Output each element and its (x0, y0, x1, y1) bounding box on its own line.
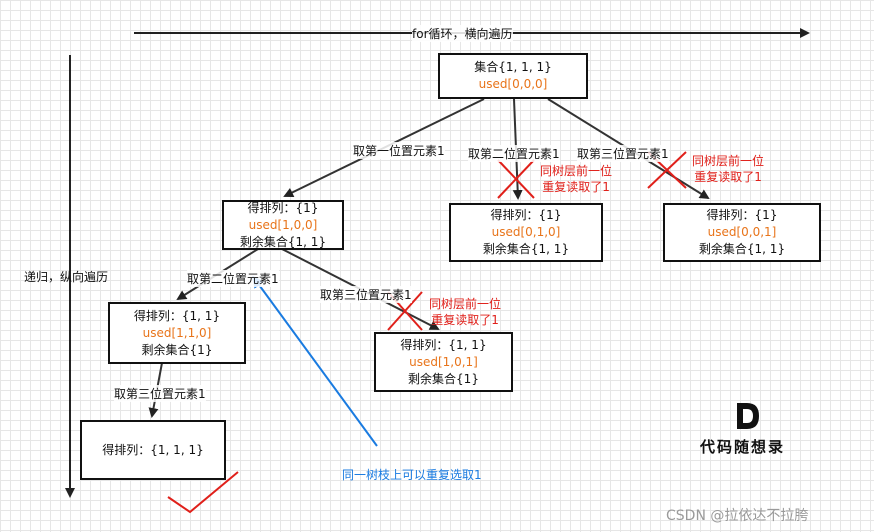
node-root-set: 集合{1, 1, 1} (474, 60, 552, 74)
node-n1-used: used[1,0,0] (248, 217, 318, 232)
node-n111-value: {1, 1, 1} (150, 442, 204, 457)
node-n2-used: used[0,1,0] (491, 225, 561, 239)
node-n3-rest: 剩余集合{1, 1} (698, 242, 786, 256)
node-n12: 得排列：{1, 1} used[1,0,1] 剩余集合{1} (374, 332, 513, 392)
node-n11-rest: 剩余集合{1} (141, 342, 213, 357)
prune-cross-icon (497, 159, 535, 199)
node-n2: 得排列：{1} used[0,1,0] 剩余集合{1, 1} (449, 203, 603, 262)
node-n111-prefix: 得排列： (102, 442, 151, 457)
node-n2-rest: 剩余集合{1, 1} (482, 242, 570, 256)
node-n12-perm: 得排列：{1, 1} (400, 337, 487, 352)
edge-label-take-second-mid: 取第二位置元素1 (187, 270, 279, 287)
node-n3-perm: 得排列：{1} (706, 208, 778, 222)
edge-label-take-third-mid: 取第三位置元素1 (320, 286, 412, 303)
node-n1-rest: 剩余集合{1, 1} (239, 234, 327, 249)
logo-mark-icon (735, 402, 761, 430)
branch-note: 同一树枝上可以重复选取1 (342, 468, 482, 482)
logo-text: 代码随想录 (700, 438, 786, 456)
node-n11-perm: 得排列：{1, 1} (133, 308, 221, 323)
watermark: CSDN @拉依达不拉胯 (666, 508, 809, 524)
node-n1: 得排列：{1} used[1,0,0] 剩余集合{1, 1} (222, 200, 344, 250)
node-n12-used: used[1,0,1] (409, 354, 478, 369)
node-root-used: used[0,0,0] (478, 77, 548, 91)
logo-d-shape (737, 403, 759, 429)
node-root: 集合{1, 1, 1} used[0,0,0] (438, 53, 588, 99)
edge-label-take-third-top: 取第三位置元素1 (577, 145, 669, 162)
edge-label-take-second-top: 取第二位置元素1 (468, 145, 560, 162)
node-n11: 得排列：{1, 1} used[1,1,0] 剩余集合{1} (108, 302, 246, 364)
node-n2-perm: 得排列：{1} (490, 208, 562, 222)
node-n111: 得排列： {1, 1, 1} (80, 420, 226, 480)
edge-label-take-third-low: 取第三位置元素1 (114, 385, 206, 402)
branch-note-arrow (252, 275, 378, 447)
node-n1-perm: 得排列：{1} (247, 200, 319, 215)
node-n3: 得排列：{1} used[0,0,1] 剩余集合{1, 1} (663, 203, 821, 262)
side-arrow-label: 递归，纵向遍历 (24, 270, 109, 284)
node-n12-rest: 剩余集合{1} (408, 371, 479, 386)
node-n3-used: used[0,0,1] (707, 225, 777, 239)
node-n11-used: used[1,1,0] (142, 325, 212, 340)
top-arrow-label: for循环，横向遍历 (412, 25, 513, 42)
edge-label-take-first: 取第一位置元素1 (353, 142, 445, 159)
prune-note-a: 同树层前一位 重复读取了1 (540, 164, 613, 194)
prune-note-b: 同树层前一位 重复读取了1 (692, 154, 765, 184)
check-mark-icon (167, 471, 239, 514)
prune-note-c: 同树层前一位 重复读取了1 (429, 297, 502, 327)
